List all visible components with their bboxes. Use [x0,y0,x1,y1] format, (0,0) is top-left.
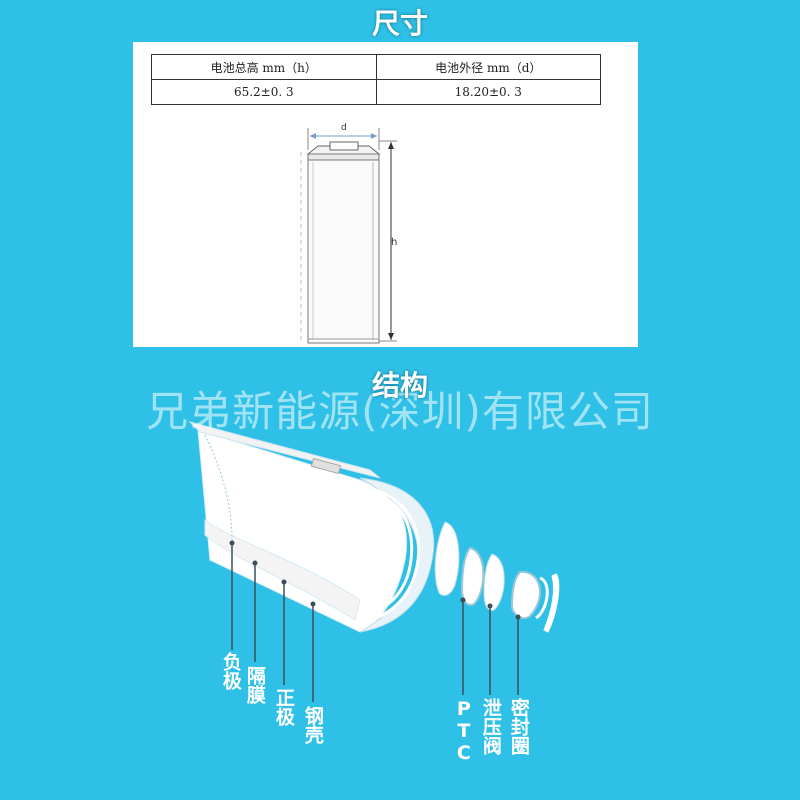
label-gasket: 密封圈 [507,698,530,755]
label-negative: 负极 [219,652,242,690]
leader-dot [310,601,316,607]
unrolled-sheet [197,429,407,633]
spec-table: 电池总高 mm（h） 电池外径 mm（d） 65.2±0. 3 18.20±0.… [151,54,602,105]
label-ptc: PTC [452,698,475,764]
jelly-roll-layer [379,494,414,610]
leader-dot [252,560,258,566]
leader-dot [515,614,521,620]
arrowhead-right [371,133,377,139]
label-separator: 隔膜 [243,666,266,704]
battery-body [307,159,380,344]
company-watermark: 兄弟新能源(深圳)有限公司 [146,387,654,436]
gasket-edge [535,576,549,620]
value-total-height: 65.2±0. 3 [151,79,377,105]
structure-heading: 结构 [371,369,428,402]
leader-dot [281,579,287,585]
leader-dot [229,540,235,546]
size-heading: 尺寸 [371,7,428,40]
jelly-roll [359,477,435,633]
header-total-height: 电池总高 mm（h） [151,54,377,80]
table-row: 65.2±0. 3 18.20±0. 3 [151,79,602,105]
arrowhead-bottom [388,333,394,340]
leader-dot [460,597,466,603]
label-positive: 正极 [272,688,295,726]
diameter-label: d [341,123,347,133]
table-header-row: 电池总高 mm（h） 电池外径 mm（d） [151,54,602,80]
vent-disk-2 [483,553,505,611]
ptc-disk [434,521,460,596]
value-outer-diameter: 18.20±0. 3 [375,79,602,105]
jelly-roll-layer [369,486,421,622]
tab-strip [310,457,342,475]
spec-panel: 电池总高 mm（h） 电池外径 mm（d） 65.2±0. 3 18.20±0.… [133,42,638,347]
battery-dimension-drawing: d h [300,123,397,344]
vent-disk-1 [460,546,485,606]
label-vent: 泄压阀 [479,698,502,755]
leader-dot [487,603,493,609]
top-cap [543,573,560,633]
positive-terminal [329,141,359,151]
arrowhead-left [310,133,316,139]
label-steel-case: 钢壳 [301,706,324,744]
sheet-fold [204,518,361,621]
height-label: h [391,237,397,248]
arrowhead-top [388,142,394,149]
gasket-ring [510,570,541,620]
separator-edge [204,434,233,541]
